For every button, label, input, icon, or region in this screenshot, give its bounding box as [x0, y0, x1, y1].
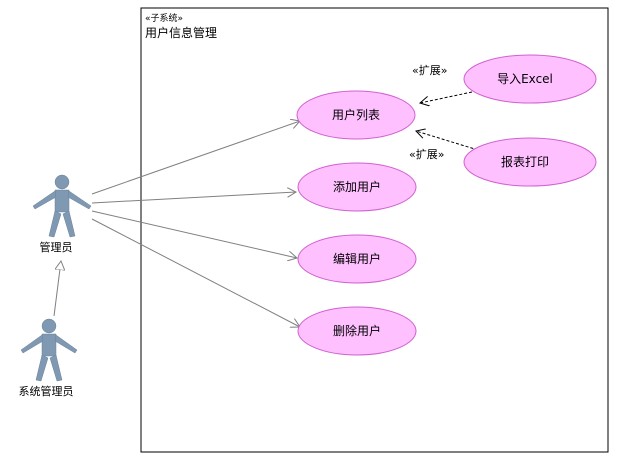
use-case-label: 报表打印 — [501, 154, 549, 169]
extend-label-import: «扩展» — [412, 63, 447, 77]
stick-figure-actor-icon — [32, 174, 92, 238]
extend-relations: «扩展» «扩展» — [409, 63, 479, 161]
use-case-label: 用户列表 — [332, 107, 380, 122]
use-case-print-report[interactable]: 报表打印 — [463, 137, 597, 187]
subsystem-name: 用户信息管理 — [145, 25, 217, 40]
associations — [91, 121, 300, 327]
actor-sysadmin[interactable]: 系统管理员 — [19, 318, 78, 398]
use-case-label: 添加用户 — [333, 179, 381, 194]
actor-label: 管理员 — [40, 240, 73, 254]
association-add-user — [91, 192, 296, 204]
extend-print-report — [416, 131, 479, 151]
extend-label-print: «扩展» — [409, 147, 444, 161]
use-case-label: 删除用户 — [333, 323, 381, 338]
subsystem-stereotype: «子系统» — [145, 12, 183, 24]
association-edit-user — [91, 210, 297, 258]
extend-import-excel — [420, 91, 473, 103]
use-case-label: 编辑用户 — [333, 251, 381, 266]
use-case-add-user[interactable]: 添加用户 — [297, 162, 417, 212]
use-case-import-excel[interactable]: 导入Excel — [463, 54, 597, 104]
association-user-list — [91, 121, 300, 195]
use-case-user-list[interactable]: 用户列表 — [296, 90, 416, 140]
generalization-arrow — [53, 261, 61, 317]
use-case-edit-user[interactable]: 编辑用户 — [297, 234, 417, 284]
use-case-delete-user[interactable]: 删除用户 — [297, 306, 417, 356]
association-delete-user — [91, 218, 300, 327]
stick-figure-actor-icon — [20, 318, 78, 382]
actor-label: 系统管理员 — [19, 384, 74, 398]
actor-admin[interactable]: 管理员 — [32, 174, 92, 254]
use-case-label: 导入Excel — [497, 72, 553, 86]
